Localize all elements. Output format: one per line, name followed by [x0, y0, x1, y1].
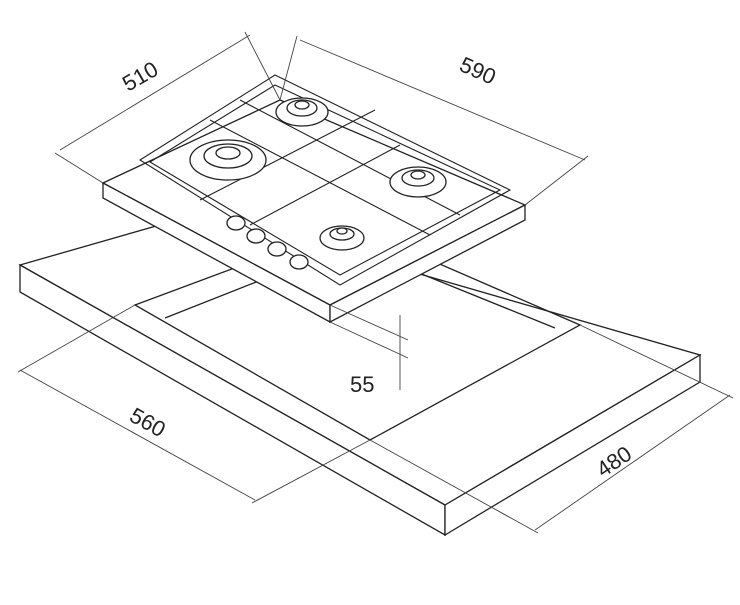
- dimension-lines: [17, 31, 734, 534]
- knob-4: [289, 254, 309, 270]
- control-knobs: [226, 215, 309, 270]
- label-560: 560: [126, 403, 170, 443]
- label-55: 55: [350, 372, 374, 397]
- burners: [189, 97, 447, 251]
- knob-1: [226, 215, 246, 231]
- label-510: 510: [118, 56, 162, 96]
- burner-large: [189, 139, 267, 181]
- knob-2: [246, 228, 266, 244]
- burner-rear: [275, 97, 329, 127]
- hob: [101, 74, 527, 324]
- hob-side-edge: [329, 203, 526, 324]
- knob-3: [267, 241, 287, 257]
- burner-front: [319, 225, 365, 251]
- label-590: 590: [456, 52, 500, 90]
- burner-right: [389, 166, 447, 198]
- countertop: [18, 211, 702, 537]
- label-480: 480: [592, 441, 636, 482]
